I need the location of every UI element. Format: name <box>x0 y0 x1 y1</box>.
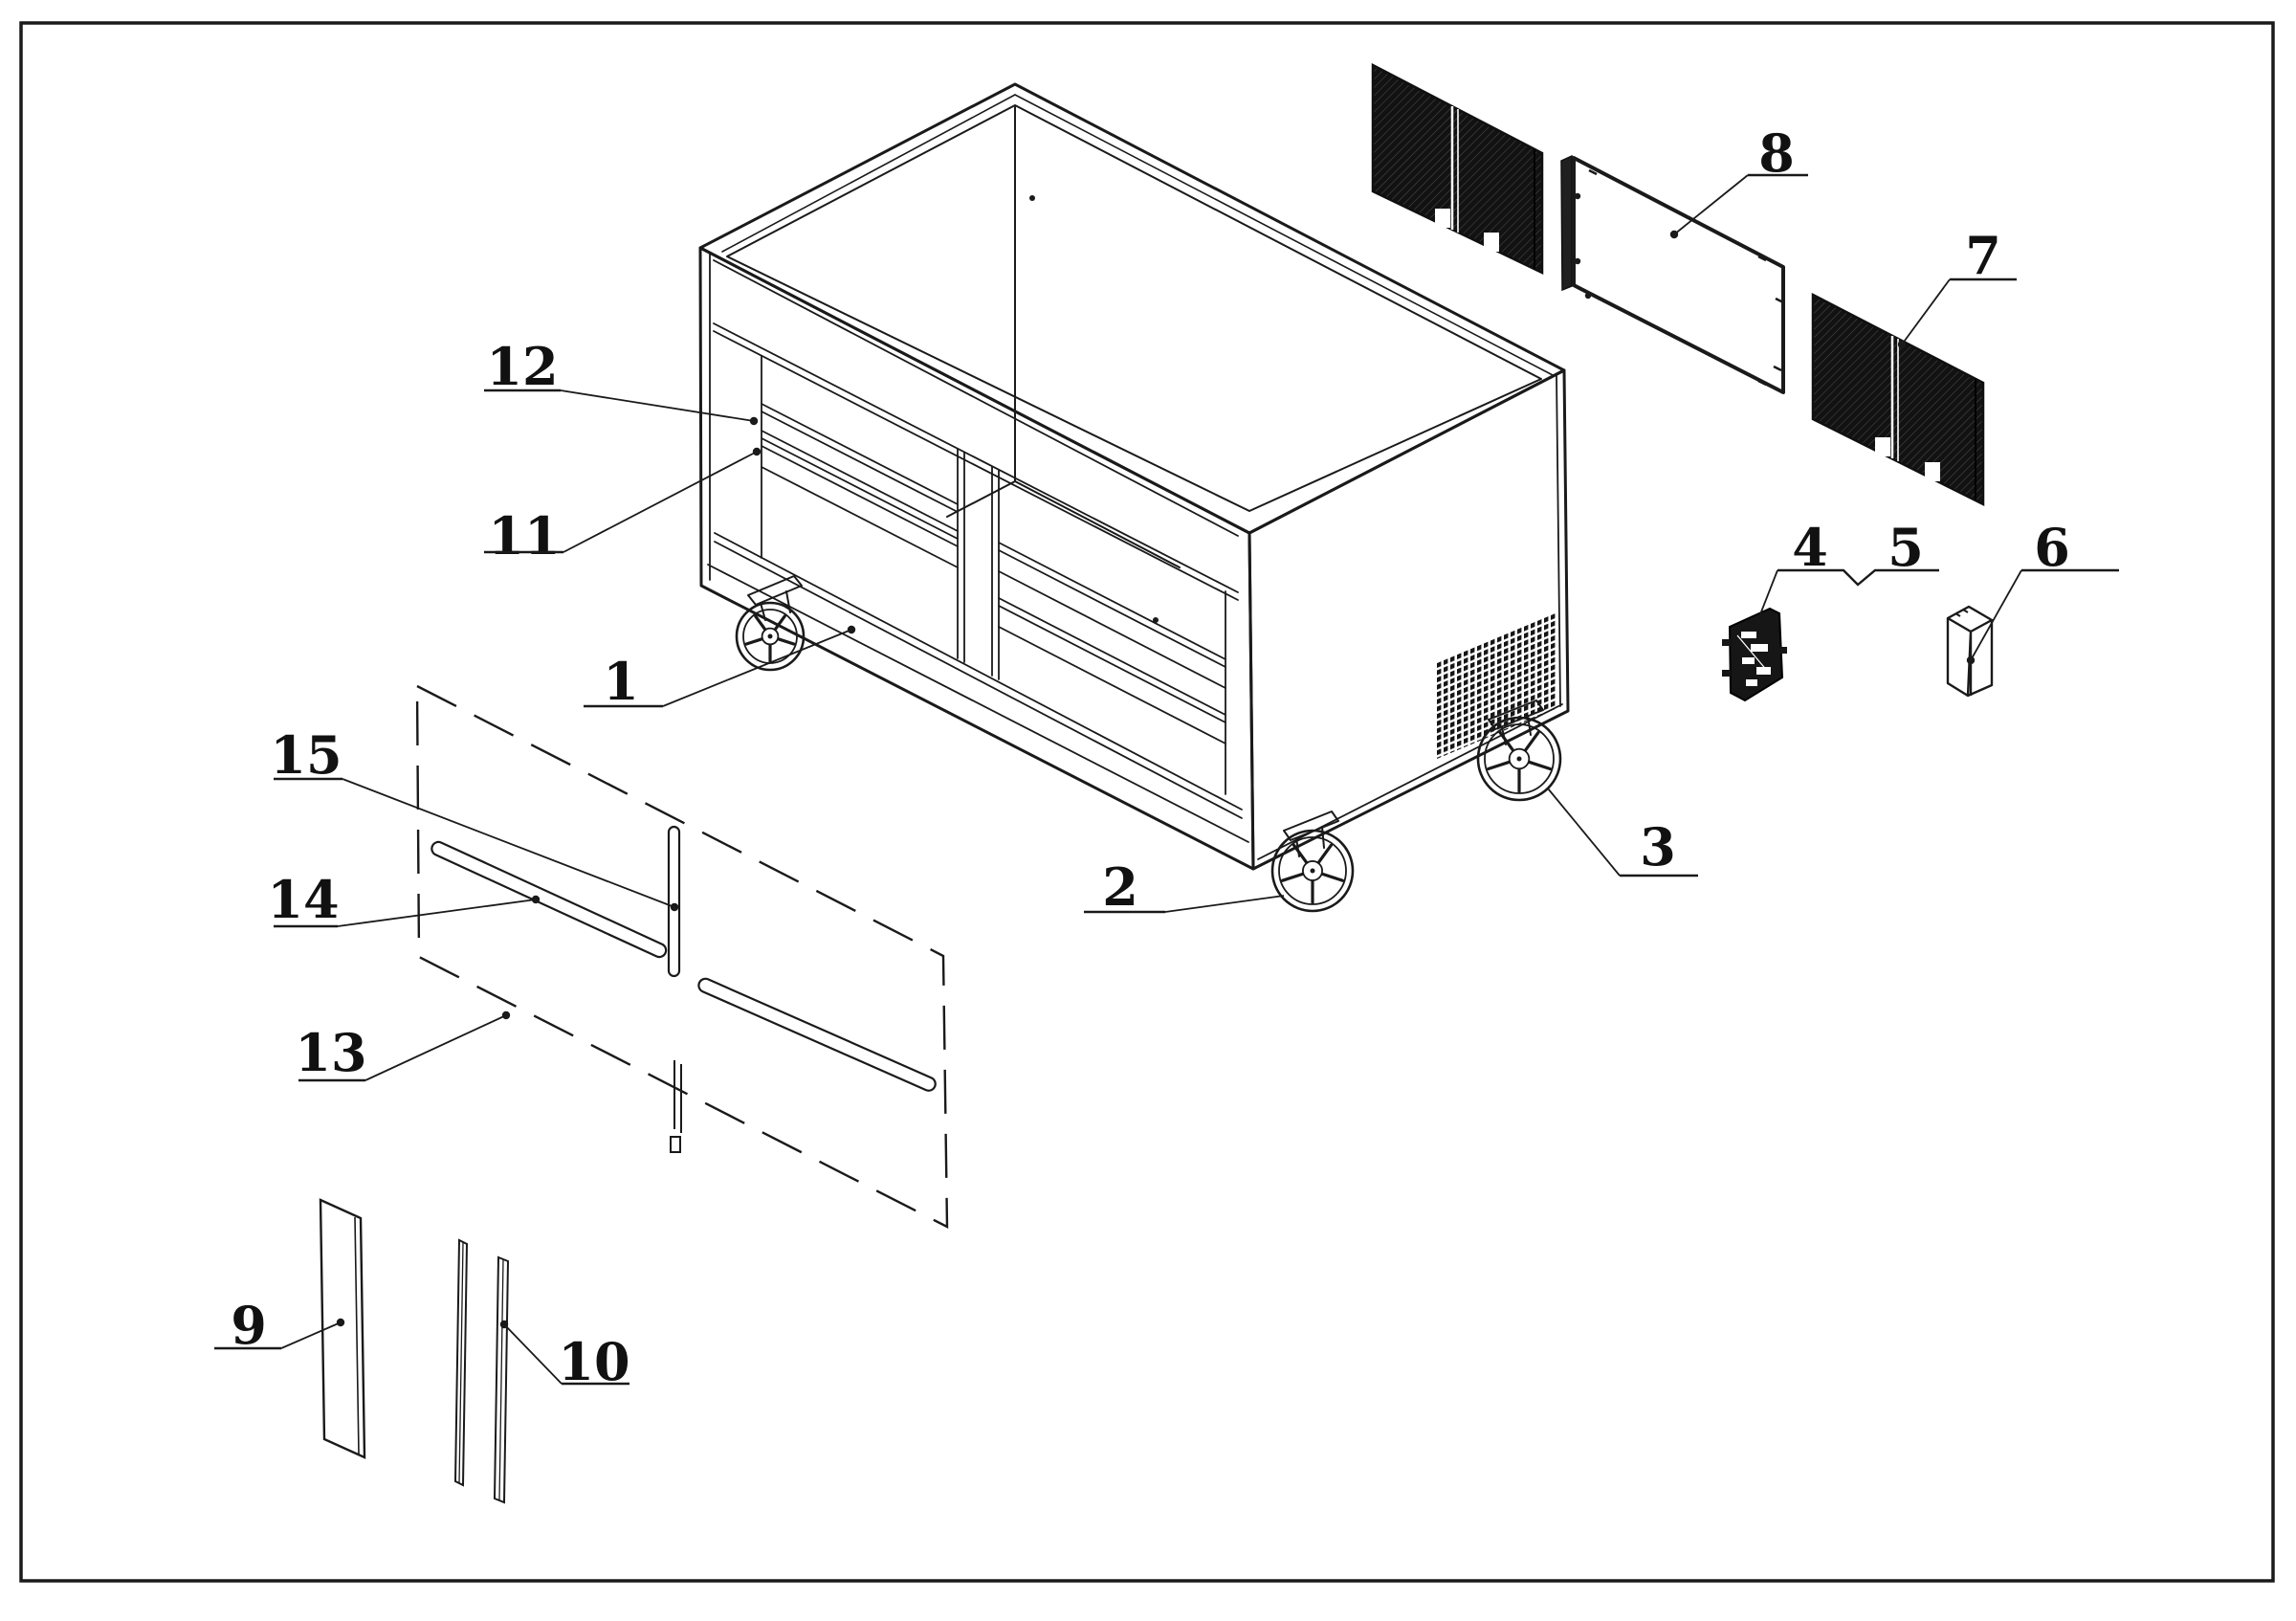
glass-door-dashed <box>415 684 949 1229</box>
leader-dot-7 <box>1897 340 1907 349</box>
sheet-border <box>19 21 2275 1583</box>
part-number-8: 8 <box>1758 122 1795 184</box>
part-number-1: 1 <box>603 651 639 712</box>
handle-slot-left <box>430 840 668 959</box>
caster-rear-left <box>735 601 806 672</box>
part-number-4: 4 <box>1792 517 1828 578</box>
leader-dot-12 <box>749 416 759 426</box>
part-label-8: 8 <box>1669 122 1808 239</box>
part-label-13: 13 <box>295 1010 511 1083</box>
part-label-14: 14 <box>267 869 541 930</box>
caster-rear-right <box>1476 716 1562 802</box>
cabinet-interior <box>946 106 1181 568</box>
part-number-12: 12 <box>486 336 558 397</box>
leader-dot-13 <box>501 1010 511 1020</box>
part-label-6: 6 <box>1966 517 2119 665</box>
cabinet-front-face <box>698 246 1255 871</box>
panel-notch <box>1925 462 1940 481</box>
part-label-7: 7 <box>1897 225 2017 349</box>
screw-dot <box>1029 195 1035 201</box>
side-panel-strip-9 <box>319 1198 366 1459</box>
part-number-6: 6 <box>2034 517 2070 578</box>
handle-slot-right <box>697 977 937 1092</box>
shelf-rail-lower <box>761 437 959 568</box>
part-number-7: 7 <box>1965 225 2001 286</box>
part-number-14: 14 <box>267 869 339 930</box>
bracket-4-5 <box>1777 568 1939 587</box>
screw-dot <box>1153 617 1159 623</box>
part-number-2: 2 <box>1102 856 1138 918</box>
part-label-2: 2 <box>1084 856 1285 918</box>
vent-grid <box>1437 612 1557 759</box>
part-number-9: 9 <box>231 1295 267 1356</box>
leader-dot-8 <box>1669 230 1679 239</box>
panel-notch <box>1484 233 1499 252</box>
part-number-11: 11 <box>488 505 560 566</box>
part-label-4: 4 <box>1759 517 1828 615</box>
part-label-11: 11 <box>484 447 762 566</box>
back-panel-8 <box>1560 154 1785 394</box>
leader-dot-10 <box>499 1320 509 1329</box>
shelf-rail-upper <box>761 403 959 532</box>
control-box <box>1946 605 1994 698</box>
leader-dot-15 <box>670 902 679 912</box>
divider-strip <box>667 825 682 1153</box>
part-label-1: 1 <box>584 625 856 712</box>
part-label-3: 3 <box>1547 788 1698 877</box>
cabinet-body <box>698 82 1570 913</box>
leader-dot-9 <box>336 1318 345 1327</box>
leader-dot-1 <box>847 625 856 634</box>
leader-dot-11 <box>752 447 762 456</box>
panel-notch <box>1875 437 1890 456</box>
part-number-3: 3 <box>1640 816 1676 877</box>
center-mullion <box>957 448 1000 680</box>
grille-panel-pair-7 <box>1811 292 1985 507</box>
part-label-10: 10 <box>499 1320 630 1392</box>
part-number-15: 15 <box>270 724 342 786</box>
panel-notch <box>1435 209 1450 228</box>
leader-dot-14 <box>531 895 541 904</box>
right-column-rails <box>998 542 1226 744</box>
part-label-9: 9 <box>214 1295 345 1356</box>
edge-strips-10 <box>453 1238 510 1504</box>
caster-wheels <box>735 601 1562 913</box>
grille-panel-pair-top <box>1371 62 1544 275</box>
part-number-5: 5 <box>1888 517 1924 578</box>
part-label-15: 15 <box>270 724 679 912</box>
pcb-assembly <box>1722 607 1787 702</box>
caster-front <box>1270 829 1355 913</box>
leader-dot-6 <box>1966 655 1976 665</box>
part-label-12: 12 <box>484 336 759 426</box>
part-label-5: 5 <box>1888 517 1924 578</box>
part-number-13: 13 <box>295 1022 366 1083</box>
part-number-10: 10 <box>558 1331 629 1392</box>
